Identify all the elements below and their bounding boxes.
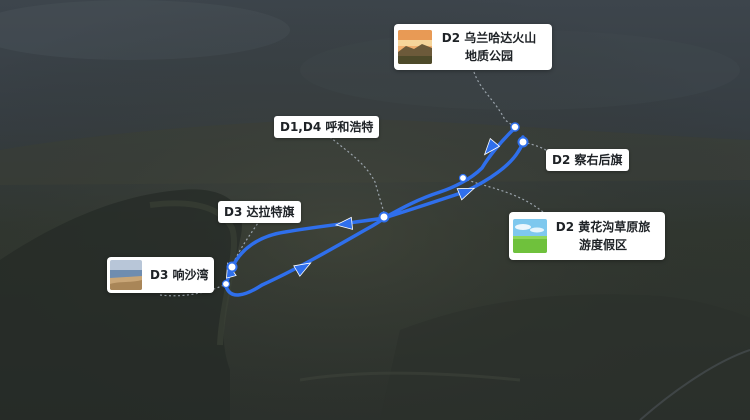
leader-line xyxy=(329,136,386,217)
place-title: D2 乌兰哈达火山 xyxy=(441,31,537,45)
direction-arrow xyxy=(293,262,312,277)
stop-marker-wulanhada xyxy=(510,122,520,132)
place-subtitle: 游度假区 xyxy=(578,238,627,252)
place-label-huhehaote[interactable]: D1,D4 呼和浩特 xyxy=(274,116,380,138)
direction-arrow xyxy=(456,187,476,201)
place-title: D3 响沙湾 xyxy=(150,268,209,282)
stop-marker-xiangshawan xyxy=(221,279,231,289)
place-title: D2 黄花沟草原旅 xyxy=(555,220,651,234)
place-card-huanghuagou[interactable]: D2 黄花沟草原旅 游度假区 xyxy=(509,212,665,260)
stop-marker-dalateqi xyxy=(226,261,238,273)
stop-marker-huhehaote xyxy=(378,211,390,223)
place-subtitle: 地质公园 xyxy=(464,49,513,63)
place-card-xiangshawan[interactable]: D3 响沙湾 xyxy=(107,257,214,293)
leader-line xyxy=(473,71,516,128)
direction-arrow xyxy=(334,216,354,230)
volcano-sunset-photo xyxy=(398,30,432,64)
direction-arrows xyxy=(226,137,501,279)
grassland-photo xyxy=(513,219,547,253)
place-label-dalateqi[interactable]: D3 达拉特旗 xyxy=(218,201,301,223)
leader-lines xyxy=(159,71,554,297)
route-stops xyxy=(221,122,529,289)
leader-line xyxy=(159,283,227,297)
direction-arrow xyxy=(483,137,501,156)
place-label-chayouhouqi[interactable]: D2 察右后旗 xyxy=(546,149,629,171)
place-card-wulanhada[interactable]: D2 乌兰哈达火山 地质公园 xyxy=(394,24,552,70)
desert-lake-photo xyxy=(110,260,142,290)
stop-marker-huanghuagou xyxy=(458,173,468,183)
stop-marker-chayouhouqi xyxy=(517,136,529,148)
